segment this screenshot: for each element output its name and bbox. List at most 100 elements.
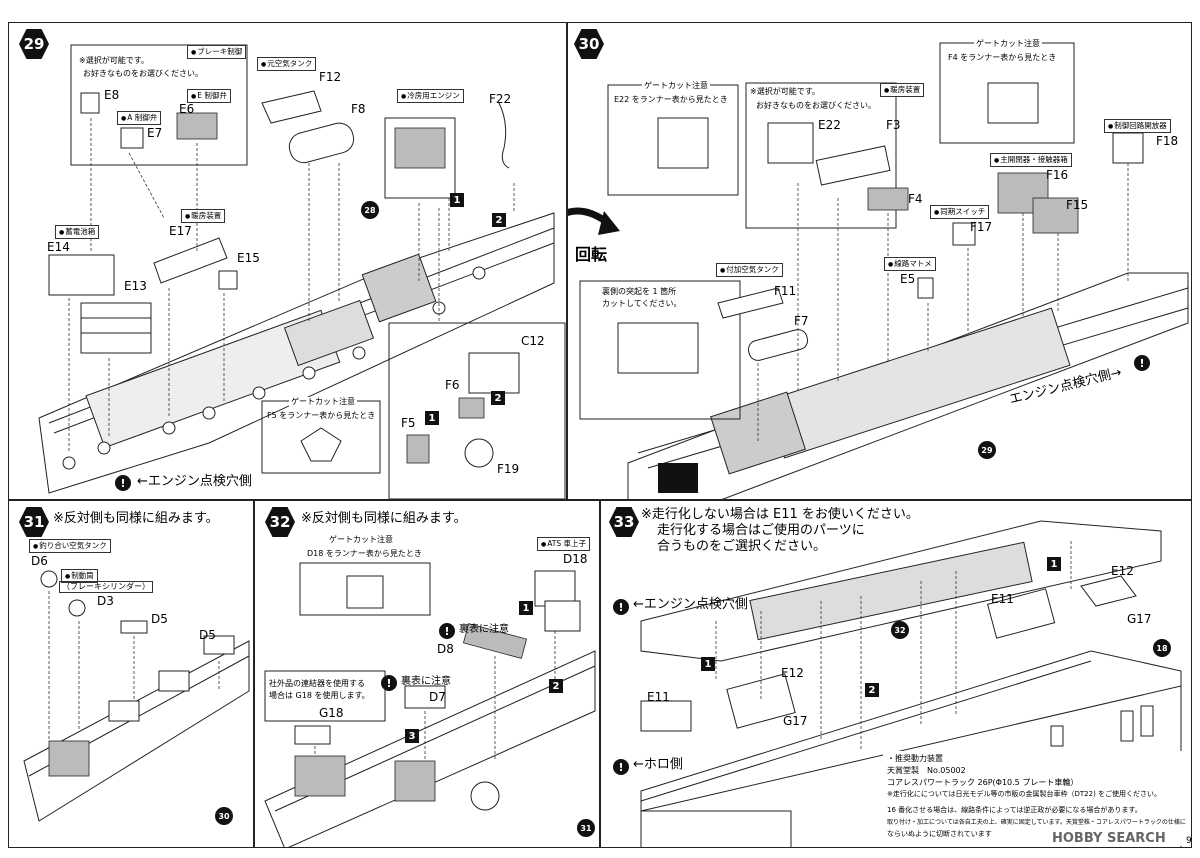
hobby-search-watermark: HOBBY SEARCH <box>1052 831 1166 846</box>
engine-side-label: ←エンジン点検穴側 <box>633 597 748 612</box>
caution-icon-1: ! <box>439 623 455 639</box>
page-number: 9 <box>1186 836 1192 846</box>
part-D18: D18 <box>563 552 588 566</box>
main-switch-tag: 主開閉器・接触器箱 <box>990 153 1072 167</box>
gate-cut-title-1: ゲートカット注意 <box>642 81 710 91</box>
rotate-180-label: 180° 回転 <box>568 245 607 264</box>
sequence-3: 3 <box>405 729 419 743</box>
step-29-panel: 29 ブレーキ制御 ※選択が可能です。 お好きなものをお選びください。 E8 A… <box>8 22 567 500</box>
option-note-line1: ※選択が可能です。 <box>79 56 149 65</box>
ats-tag: ATS 車上子 <box>537 537 591 551</box>
coupler-note-line2: 場合は G18 を使用します。 <box>269 691 370 700</box>
part-F17: F17 <box>970 220 993 234</box>
step-number: 33 <box>609 507 639 537</box>
info-line2: 天賞堂製 No.05002 <box>887 766 966 775</box>
sequence-2: 2 <box>549 679 563 693</box>
step-number: 30 <box>574 29 604 59</box>
caution-icon-2: ! <box>613 759 629 775</box>
control-valve-a-tag: A 制御弁 <box>117 111 162 125</box>
caution-face-1: 裏表に注意 <box>459 624 509 635</box>
part-E11-top: E11 <box>991 592 1014 606</box>
sequence-2: 2 <box>492 213 506 227</box>
sequence-1-top: 1 <box>1047 557 1061 571</box>
part-D5-a: D5 <box>151 612 168 626</box>
battery-box-tag: 蓄電池箱 <box>55 225 100 239</box>
part-E7: E7 <box>147 126 163 140</box>
hang-tank-tag: 釣り合い空気タンク <box>29 539 111 553</box>
cut-note-line1: 裏側の突起を 1 箇所 <box>602 287 677 296</box>
info-line5: 16 番化させる場合は、線路条件によっては逆正政が必要になる場合があります。 <box>887 806 1142 814</box>
part-F3: F3 <box>886 118 901 132</box>
heater-tag: 暖房装置 <box>181 209 226 223</box>
info-line6: 取り付け・加工については各自工夫の上、確実に固定しています。天賞堂株・コアレスパ… <box>887 819 1186 826</box>
info-line1: ・推奨動力装置 <box>887 754 943 763</box>
inset-sequence-2: 2 <box>491 391 505 405</box>
coupler-note-line1: 社外品の連結器を使用する <box>269 679 365 688</box>
ref-step-18: 18 <box>1153 639 1171 657</box>
part-D5-b: D5 <box>199 628 216 642</box>
ref-step-30: 30 <box>215 807 233 825</box>
option-note-line2: お好きなものをお選びください。 <box>83 69 203 78</box>
info-box: ・推奨動力装置 天賞堂製 No.05002 コアレスパワートラック 26P(Φ1… <box>883 751 1189 845</box>
part-G18: G18 <box>319 706 344 720</box>
step-number: 31 <box>19 507 49 537</box>
same-opposite-note: ※反対側も同様に組みます。 <box>53 511 219 526</box>
part-F16: F16 <box>1046 168 1069 182</box>
sequence-1: 1 <box>519 601 533 615</box>
sequence-2: 2 <box>865 683 879 697</box>
info-line3: コアレスパワートラック 26P(Φ10.5 プレート車輪） <box>887 778 1079 787</box>
ref-step-32: 32 <box>891 621 909 639</box>
heater-tag: 暖房装置 <box>880 83 925 97</box>
part-F15: F15 <box>1066 198 1089 212</box>
part-E8: E8 <box>104 88 120 102</box>
line-mat-tag: 線路マトメ <box>884 257 936 271</box>
part-E17: E17 <box>169 224 192 238</box>
step-30-drawing <box>568 42 1189 499</box>
ref-step-28: 28 <box>361 201 379 219</box>
part-E15: E15 <box>237 251 260 265</box>
info-line4: ※走行化にについては日光モデル等の市販の金属製台車枠（DT22) をご使用くださ… <box>887 790 1162 798</box>
brake-cylinder-sub: （ブレーキシリンダー） <box>59 581 153 593</box>
part-E5: E5 <box>900 272 916 286</box>
caution-icon: ! <box>1134 355 1150 371</box>
ac-engine-tag: 冷房用エンジン <box>397 89 464 103</box>
ref-step-31: 31 <box>577 819 595 837</box>
step-29-drawing <box>38 44 566 499</box>
aux-air-tank-tag: 付加空気タンク <box>716 263 783 277</box>
ref-step-29: 29 <box>978 441 996 459</box>
part-D3: D3 <box>97 594 114 608</box>
step-number: 32 <box>265 507 295 537</box>
gate-cut-title: ゲートカット注意 <box>329 535 393 544</box>
part-E12-top: E12 <box>1111 564 1134 578</box>
main-air-tank-tag: 元空気タンク <box>257 57 317 71</box>
part-F6: F6 <box>445 378 460 392</box>
part-F11: F11 <box>774 284 797 298</box>
part-E12-bottom: E12 <box>781 666 804 680</box>
sequence-1: 1 <box>450 193 464 207</box>
part-E11-bottom: E11 <box>647 690 670 704</box>
step-33-panel: 33 ※走行化しない場合は E11 をお使いください。 走行化する場合はご使用の… <box>600 500 1192 848</box>
step-number: 29 <box>19 29 49 59</box>
part-F22: F22 <box>489 92 512 106</box>
caution-icon-2: ! <box>381 675 397 691</box>
part-E22: E22 <box>818 118 841 132</box>
part-F4: F4 <box>908 192 923 206</box>
brake-control-tag: ブレーキ制御 <box>187 45 247 59</box>
gate-cut-title: ゲートカット注意 <box>289 397 357 407</box>
step-31-panel: 31 ※反対側も同様に組みます。 釣り合い空気タンク D6 制動筒 （ブレーキシ… <box>8 500 254 848</box>
control-valve-e-tag: E 制御弁 <box>187 89 231 103</box>
option-note-line1: ※選択が可能です。 <box>750 87 820 96</box>
part-D8: D8 <box>437 642 454 656</box>
caution-icon: ! <box>115 475 131 491</box>
part-F5: F5 <box>401 416 416 430</box>
part-F7: F7 <box>794 314 809 328</box>
info-line7: ならいぬように切断されています <box>887 830 992 838</box>
caution-icon-1: ! <box>613 599 629 615</box>
part-E13: E13 <box>124 279 147 293</box>
part-D6: D6 <box>31 554 48 568</box>
sequence-1-bottom: 1 <box>701 657 715 671</box>
gate-cut-text: F5 をランナー表から見たとき <box>267 411 376 420</box>
gate-cut-title-2: ゲートカット注意 <box>974 39 1042 49</box>
run-note-line1: ※走行化しない場合は E11 をお使いください。 <box>641 507 919 522</box>
cut-note-line2: カットしてください。 <box>602 299 682 308</box>
